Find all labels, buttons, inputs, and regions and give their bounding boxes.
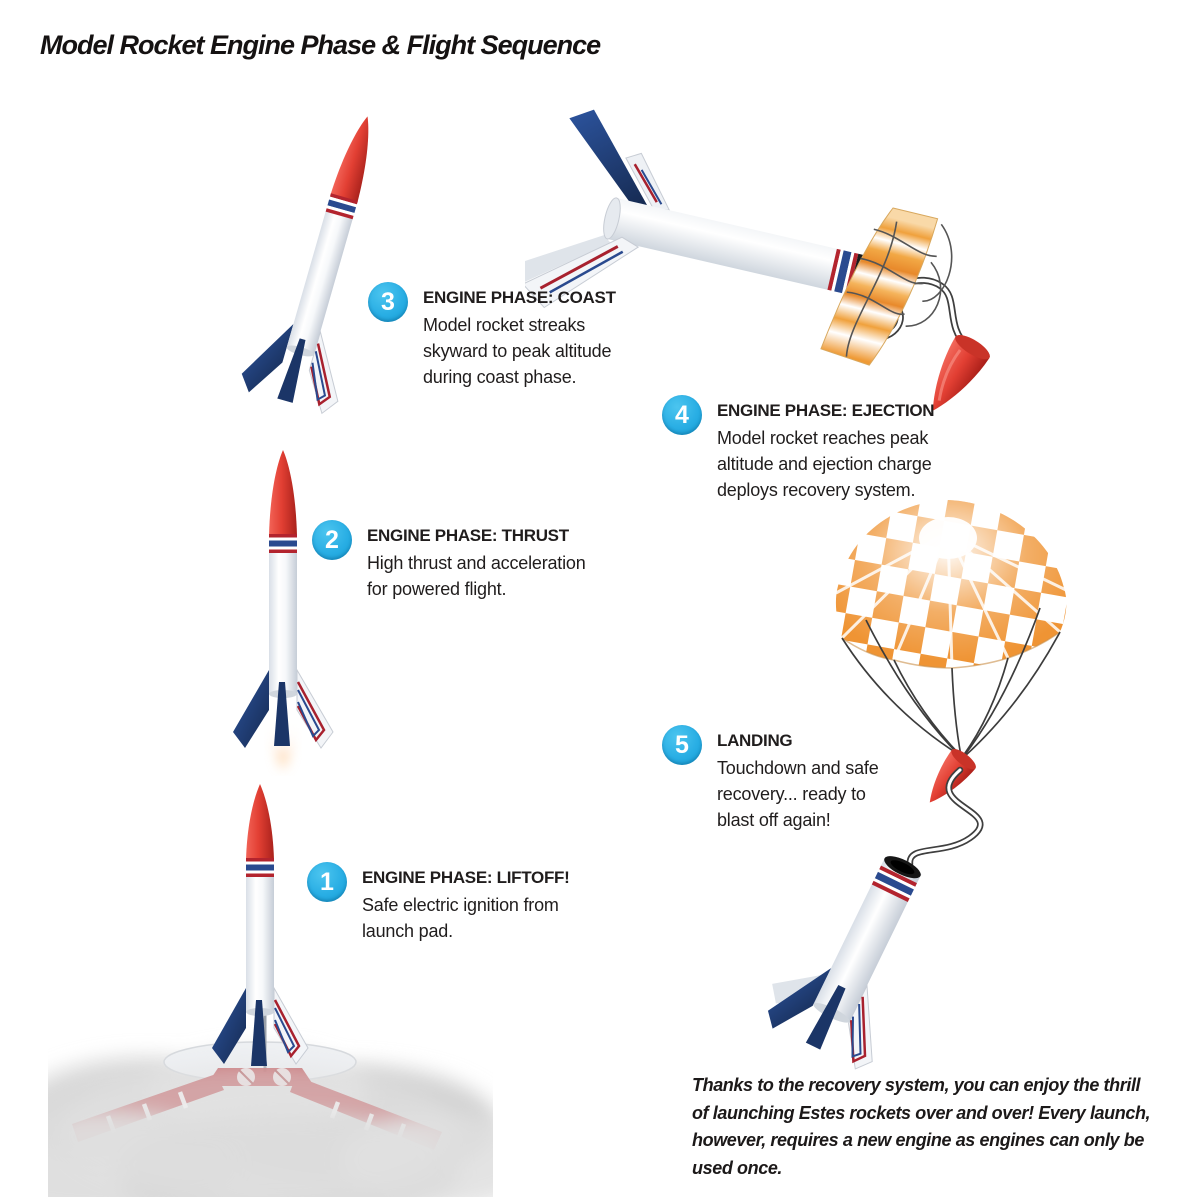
step-description: Touchdown and safe recovery... ready to … bbox=[717, 758, 879, 830]
ejected-nose-cone bbox=[932, 335, 990, 411]
parachute-landing-illustration bbox=[767, 500, 1067, 1070]
step-number-badge: 4 bbox=[662, 395, 702, 435]
step-block-thrust: 2 ENGINE PHASE: THRUST High thrust and a… bbox=[312, 520, 605, 602]
step-heading: ENGINE PHASE: COAST bbox=[423, 288, 616, 307]
coast-rocket bbox=[241, 116, 369, 415]
rocket-ejection-illustration bbox=[525, 109, 990, 411]
smoke-cloud-front bbox=[48, 1062, 493, 1197]
rocket-thrust-illustration bbox=[233, 450, 334, 770]
step-number-badge: 3 bbox=[368, 282, 408, 322]
step-heading: ENGINE PHASE: THRUST bbox=[367, 526, 569, 545]
step-number-badge: 5 bbox=[662, 725, 702, 765]
ejected-rocket-body bbox=[525, 109, 879, 309]
parachute-canopy bbox=[835, 500, 1067, 669]
liftoff-rocket bbox=[212, 784, 309, 1066]
step-block-landing: 5 LANDING Touchdown and safe recovery...… bbox=[662, 725, 897, 833]
descending-rocket-body bbox=[767, 856, 922, 1070]
step-description: Model rocket streaks skyward to peak alt… bbox=[423, 315, 612, 387]
step-block-coast: 3 ENGINE PHASE: COAST Model rocket strea… bbox=[368, 282, 629, 390]
step-number-badge: 2 bbox=[312, 520, 352, 560]
step-description: Safe electric ignition from launch pad. bbox=[362, 895, 559, 941]
step-heading: LANDING bbox=[717, 731, 793, 750]
step-description: High thrust and acceleration for powered… bbox=[367, 553, 586, 599]
step-block-liftoff: 1 ENGINE PHASE: LIFTOFF! Safe electric i… bbox=[307, 862, 578, 944]
shock-cord bbox=[906, 766, 984, 868]
thrust-rocket bbox=[233, 450, 334, 749]
folded-streamer bbox=[820, 207, 953, 366]
step-heading: ENGINE PHASE: EJECTION bbox=[717, 401, 935, 420]
recovery-note: Thanks to the recovery system, you can e… bbox=[692, 1075, 1151, 1178]
step-description: Model rocket reaches peak altitude and e… bbox=[717, 428, 932, 500]
step-block-ejection: 4 ENGINE PHASE: EJECTION Model rocket re… bbox=[662, 395, 953, 503]
step-number-badge: 1 bbox=[307, 862, 347, 902]
shroud-lines bbox=[841, 607, 1061, 757]
step-heading: ENGINE PHASE: LIFTOFF! bbox=[362, 868, 570, 887]
rocket-coasting-illustration bbox=[241, 116, 369, 415]
liftoff-launch-pad-illustration bbox=[48, 784, 493, 1197]
page-title: Model Rocket Engine Phase & Flight Seque… bbox=[40, 30, 601, 60]
